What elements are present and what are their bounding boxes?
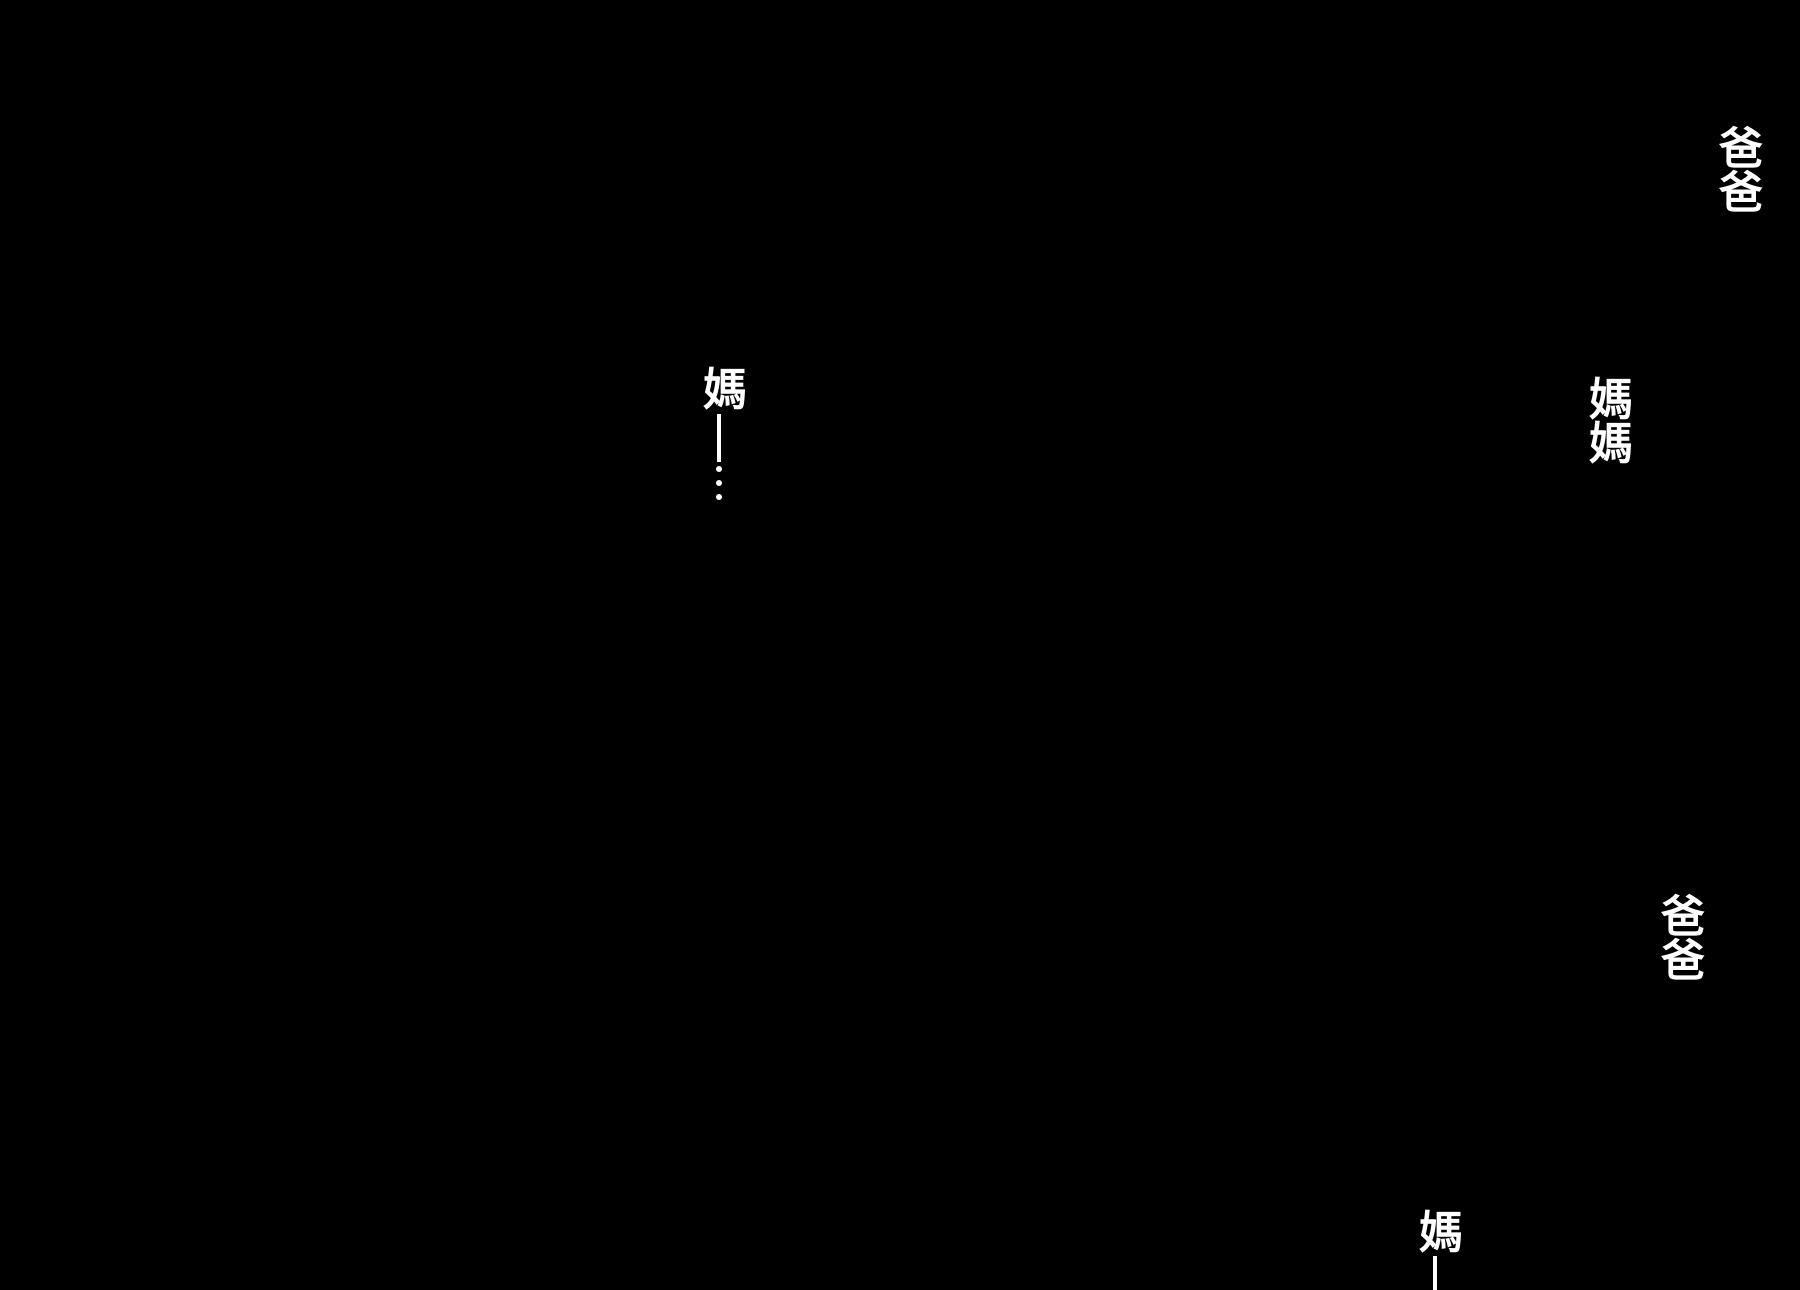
ellipsis-dot — [716, 466, 722, 472]
dialogue-dash-bottom — [1433, 1256, 1437, 1290]
ellipsis-dot — [716, 480, 722, 486]
dialogue-dash-center — [717, 414, 721, 462]
ellipsis-dot — [716, 494, 722, 500]
dialogue-mama-right: 媽媽 — [1581, 376, 1632, 464]
dialogue-mama-bottom: 媽 — [1411, 1209, 1462, 1253]
dialogue-papa-top: 爸爸 — [1711, 125, 1762, 213]
dialogue-mama-center: 媽 — [695, 366, 746, 410]
dialogue-papa-lower: 爸爸 — [1653, 893, 1704, 981]
